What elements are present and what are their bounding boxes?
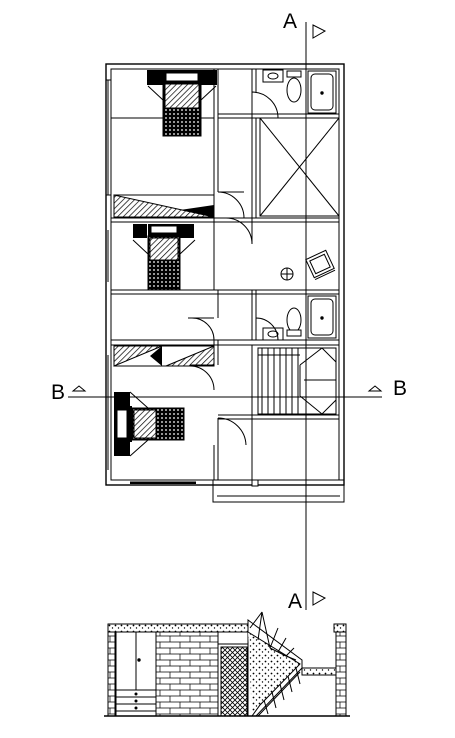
door-swing-icon [225,217,253,245]
section-elevation [104,611,350,717]
bathroom-1 [262,69,337,114]
section-marker-a-top: A [283,10,298,33]
door-swing-icon [217,417,247,446]
section-marker-b-right: B [393,377,408,400]
section-marker-b-left: B [51,381,66,404]
section-arrow-icon [312,591,327,606]
section-marker-a-bottom: A [288,590,303,613]
toilet-icon [286,307,302,333]
section-lines [68,22,383,610]
door-swings [188,91,279,446]
porch-projection [212,479,345,503]
door-swing-icon [251,91,279,119]
section-arrow-icon [71,385,87,392]
open-void [259,117,340,217]
door-swing-icon [188,317,215,341]
landing-slab [301,667,337,676]
bathroom-2 [262,295,337,341]
stair-icon [257,347,337,415]
door-swing-icon [255,317,279,341]
wall [335,631,347,717]
brick-wall [155,631,219,717]
toilet-icon [286,77,302,103]
study-corner [280,249,336,281]
section-arrow-icon [312,24,327,39]
bedroom-2 [132,224,196,291]
door-swing-icon [189,364,215,391]
door-swing-icon [217,191,245,219]
chair-icon [305,249,336,280]
outer-wall [105,63,345,486]
wall [107,631,116,717]
section-arrow-icon [367,385,383,392]
bedroom-3 [113,345,215,457]
slab [107,623,249,633]
bedroom-1 [113,70,217,218]
